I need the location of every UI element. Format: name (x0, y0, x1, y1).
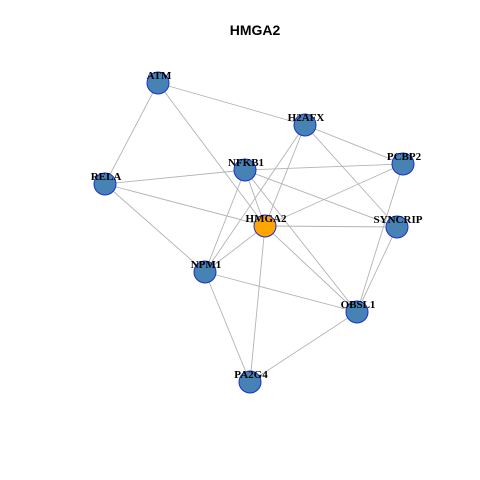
edge-hmga2-npm1 (204, 225, 266, 273)
node-hmga2: HMGA2 (246, 213, 287, 238)
node-label-hmga2: HMGA2 (246, 213, 287, 225)
node-label-nfkb1: NFKB1 (228, 157, 264, 169)
edge-atm-h2afx (157, 82, 306, 126)
node-circle-npm1 (193, 260, 217, 284)
node-syncrip: SYNCRIP (374, 214, 423, 239)
node-circle-nfkb1 (233, 158, 257, 182)
edge-npm1-obsl1 (204, 271, 358, 313)
node-label-obsl1: OBSL1 (341, 299, 376, 311)
diagram-title: HMGA2 (230, 22, 281, 38)
node-obsl1: OBSL1 (341, 299, 376, 324)
edge-nfkb1-obsl1 (244, 169, 358, 313)
node-nfkb1: NFKB1 (228, 157, 264, 182)
node-h2afx: H2AFX (288, 112, 325, 137)
edge-pcbp2-obsl1 (356, 163, 404, 313)
node-label-atm: ATM (147, 70, 172, 82)
edge-nfkb1-npm1 (204, 169, 246, 273)
node-circle-pa2g4 (238, 370, 262, 394)
edge-atm-rela (104, 82, 159, 185)
edge-hmga2-pa2g4 (249, 225, 266, 383)
node-pcbp2: PCBP2 (387, 151, 422, 176)
node-label-pcbp2: PCBP2 (387, 151, 422, 163)
edge-nfkb1-pcbp2 (244, 163, 404, 171)
node-circle-syncrip (385, 215, 409, 239)
edge-h2afx-hmga2 (264, 124, 306, 227)
edge-hmga2-obsl1 (264, 225, 358, 313)
node-circle-pcbp2 (391, 152, 415, 176)
edge-hmga2-syncrip (264, 225, 398, 228)
node-label-npm1: NPM1 (191, 259, 222, 271)
node-label-rela: RELA (91, 171, 122, 183)
node-circle-rela (93, 172, 117, 196)
edge-hmga2-pcbp2 (264, 163, 404, 227)
edge-rela-nfkb1 (104, 169, 246, 185)
node-npm1: NPM1 (191, 259, 222, 284)
edges-layer (104, 82, 404, 383)
edge-obsl1-pa2g4 (249, 311, 358, 383)
edge-rela-npm1 (104, 183, 206, 273)
node-label-pa2g4: PA2G4 (234, 369, 268, 381)
edge-rela-hmga2 (104, 183, 266, 227)
edge-npm1-pa2g4 (204, 271, 251, 383)
edge-h2afx-syncrip (304, 124, 398, 228)
node-label-syncrip: SYNCRIP (374, 214, 423, 226)
edge-atm-hmga2 (157, 82, 266, 227)
edge-syncrip-obsl1 (356, 226, 398, 313)
node-label-h2afx: H2AFX (288, 112, 325, 124)
node-rela: RELA (91, 171, 122, 196)
edge-h2afx-pcbp2 (304, 124, 404, 165)
node-atm: ATM (146, 70, 172, 95)
node-circle-obsl1 (345, 300, 369, 324)
node-circle-atm (146, 71, 170, 95)
node-circle-h2afx (293, 113, 317, 137)
node-pa2g4: PA2G4 (234, 369, 268, 394)
edge-nfkb1-syncrip (244, 169, 398, 228)
node-circle-hmga2 (253, 214, 277, 238)
